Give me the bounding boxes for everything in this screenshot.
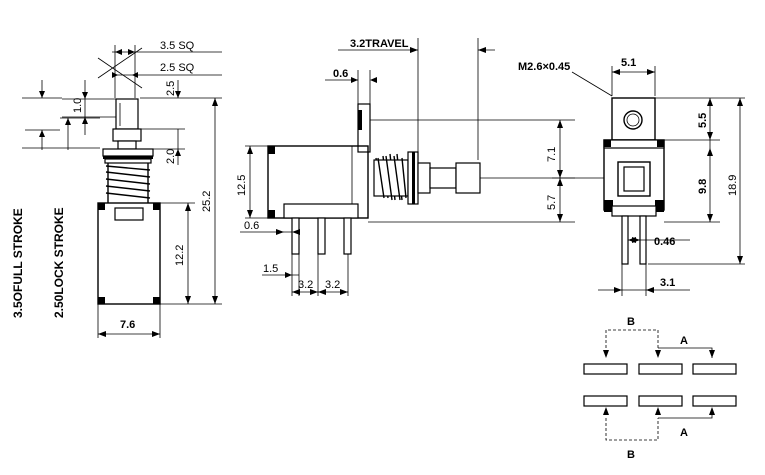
dim-7-1: 7.1 — [546, 147, 558, 162]
side-view: 3.2TRAVEL 0.6 — [236, 38, 575, 296]
dim-1-5: 1.5 — [263, 263, 278, 275]
dim-9-8: 9.8 — [697, 179, 709, 194]
front-view: 3.5 SQ 2.5 SQ 25.2 1 — [11, 40, 222, 338]
side-spring — [373, 153, 409, 201]
dim-18-9: 18.9 — [727, 175, 739, 196]
lock-stroke-label: 2.50LOCK STROKE — [52, 207, 66, 318]
dim-2-0: 2.0 — [165, 149, 177, 164]
dim-0-46: 0.46 — [654, 236, 675, 248]
end-view: M2.6×0.45 5.1 5.5 — [518, 57, 745, 296]
contact-schematic: B A A B — [583, 316, 737, 461]
dim-1-0: 1.0 — [72, 98, 84, 113]
dim-0-6-bottom: 0.6 — [244, 220, 259, 232]
schematic-label-b-bottom: B — [627, 449, 635, 461]
dim-7-6: 7.6 — [120, 319, 135, 331]
dim-pitch-2: 3.2 — [325, 279, 340, 291]
contact-top-1 — [583, 363, 628, 375]
dim-travel: 3.2TRAVEL — [350, 38, 409, 50]
mount-hole-label: M2.6×0.45 — [518, 61, 570, 73]
dim-pitch-1: 3.2 — [298, 279, 313, 291]
dim-3-1: 3.1 — [660, 277, 675, 289]
contact-top-2 — [638, 363, 683, 375]
spring — [105, 163, 151, 203]
contact-bottom-2 — [638, 395, 683, 407]
dim-2-5-sq: 2.5 SQ — [160, 62, 195, 74]
schematic-label-a-top: A — [680, 335, 688, 347]
contact-bottom-1 — [583, 395, 628, 407]
dim-12-2: 12.2 — [174, 245, 186, 266]
contact-bottom-3 — [692, 395, 737, 407]
dim-0-6-top: 0.6 — [333, 68, 348, 80]
dim-3-5-sq: 3.5 SQ — [160, 40, 195, 52]
dim-5-7: 5.7 — [546, 195, 558, 210]
contact-top-3 — [692, 363, 737, 375]
dim-5-5: 5.5 — [697, 113, 709, 128]
dim-12-5: 12.5 — [236, 175, 248, 196]
schematic-label-b-top: B — [627, 316, 635, 328]
dim-2-5: 2.5 — [165, 81, 177, 96]
dim-25-2: 25.2 — [201, 191, 213, 212]
dim-5-1: 5.1 — [621, 57, 636, 69]
schematic-label-a-bottom: A — [680, 427, 688, 439]
full-stroke-label: 3.5OFULL STROKE — [11, 208, 25, 318]
